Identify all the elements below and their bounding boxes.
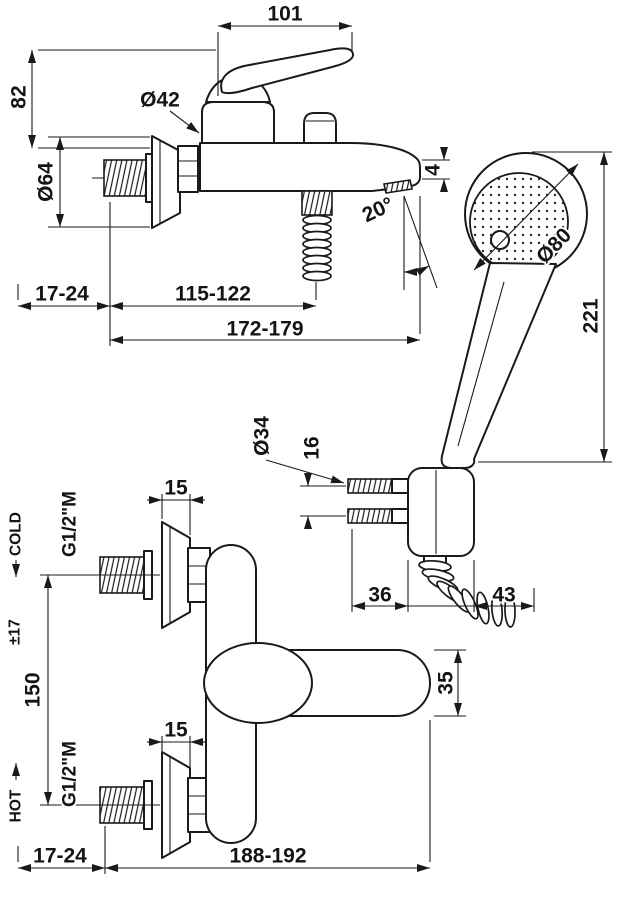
dim-150-label: 150 (22, 672, 45, 707)
cold-label: COLD (8, 512, 25, 556)
dim-17-24-front-label: 17-24 (33, 845, 87, 868)
cold-escutcheon (161, 521, 191, 629)
dim-36-43: 36 43 (351, 529, 535, 612)
hex-nut (177, 145, 199, 193)
dim-221: 221 (478, 151, 612, 463)
dim-4: 4 (420, 147, 450, 192)
thread-cold-label: G1/2"M (60, 491, 81, 557)
dim-15-hot: 15 (147, 717, 205, 767)
dim-82-label: 82 (8, 85, 31, 108)
dim-angle-20: 20° (357, 191, 438, 290)
shower-holder (407, 467, 475, 557)
dim-dia42: Ø42 (138, 87, 200, 134)
dim-15-hot-label: 15 (164, 719, 188, 742)
dim-221-label: 221 (580, 298, 603, 333)
front-view-faucet (99, 521, 431, 859)
hose-connector-thread (301, 190, 333, 216)
dim-17-24-side: 17-24 (17, 281, 110, 310)
dim-dia64-label: Ø64 (35, 162, 58, 202)
dim-17-24-front: 17-24 (17, 826, 106, 874)
holder-stud-thread-top (347, 478, 393, 494)
shower-handle (440, 262, 557, 469)
dim-dia64: Ø64 (33, 136, 150, 228)
dim-16-label: 16 (301, 436, 324, 459)
dim-4-label: 4 (422, 164, 445, 176)
dim-36-label: 36 (368, 584, 391, 607)
dim-15-cold: 15 (147, 475, 205, 535)
dim-172-179: 172-179 (110, 196, 421, 344)
dim-188-192: 188-192 (105, 720, 431, 872)
dim-dia34-label: Ø34 (251, 416, 274, 456)
dim-82: 82 (6, 49, 216, 149)
dim-35-label: 35 (435, 671, 458, 695)
dim-15-cold-label: 15 (164, 477, 188, 500)
lever-cap-front (203, 642, 313, 724)
shower-holder-assembly (347, 467, 516, 628)
dim-115-122-label: 115-122 (175, 283, 251, 306)
dim-101-label: 101 (267, 3, 302, 26)
dim-dia34: Ø34 (249, 414, 345, 484)
hot-escutcheon (161, 751, 191, 859)
dim-115-122: 115-122 (109, 202, 317, 346)
shower-face-cap (490, 230, 510, 250)
dim-angle-20-label: 20° (359, 193, 398, 227)
front-view-dimensions: Ø34 16 36 43 (5, 414, 535, 874)
dim-188-192-label: 188-192 (229, 845, 306, 868)
dim-tolerance-label: ±17 (7, 619, 24, 645)
dim-35: 35 (433, 649, 466, 717)
cartridge-housing (201, 101, 275, 144)
dim-43-label: 43 (492, 584, 515, 607)
escutcheon-cone (151, 135, 181, 229)
lever-handle (220, 47, 355, 95)
side-view-faucet (92, 47, 421, 282)
dim-150: 150 ±17 (5, 574, 160, 806)
diverter-knob (303, 112, 337, 144)
dim-16: 16 (299, 434, 346, 529)
dim-101: 101 (217, 1, 353, 96)
spout-aerator (383, 179, 413, 194)
front-view: Ø34 16 36 43 (5, 414, 535, 874)
dim-17-24-side-label: 17-24 (35, 283, 89, 306)
side-view: 101 82 Ø42 Ø64 (6, 1, 612, 469)
shower-handle-grip-line (457, 281, 505, 447)
hose-coil (302, 214, 332, 282)
hot-label-group: HOT (6, 763, 27, 824)
hand-shower (440, 152, 588, 469)
wall-nipple-thread (103, 159, 149, 197)
dim-172-179-label: 172-179 (226, 318, 303, 341)
thread-hot-label: G1/2"M (60, 741, 81, 807)
hot-label: HOT (8, 789, 25, 822)
dim-dia42-label: Ø42 (140, 89, 180, 112)
holder-stud-thread-bottom (347, 508, 393, 524)
cold-label-group: COLD (6, 510, 27, 577)
